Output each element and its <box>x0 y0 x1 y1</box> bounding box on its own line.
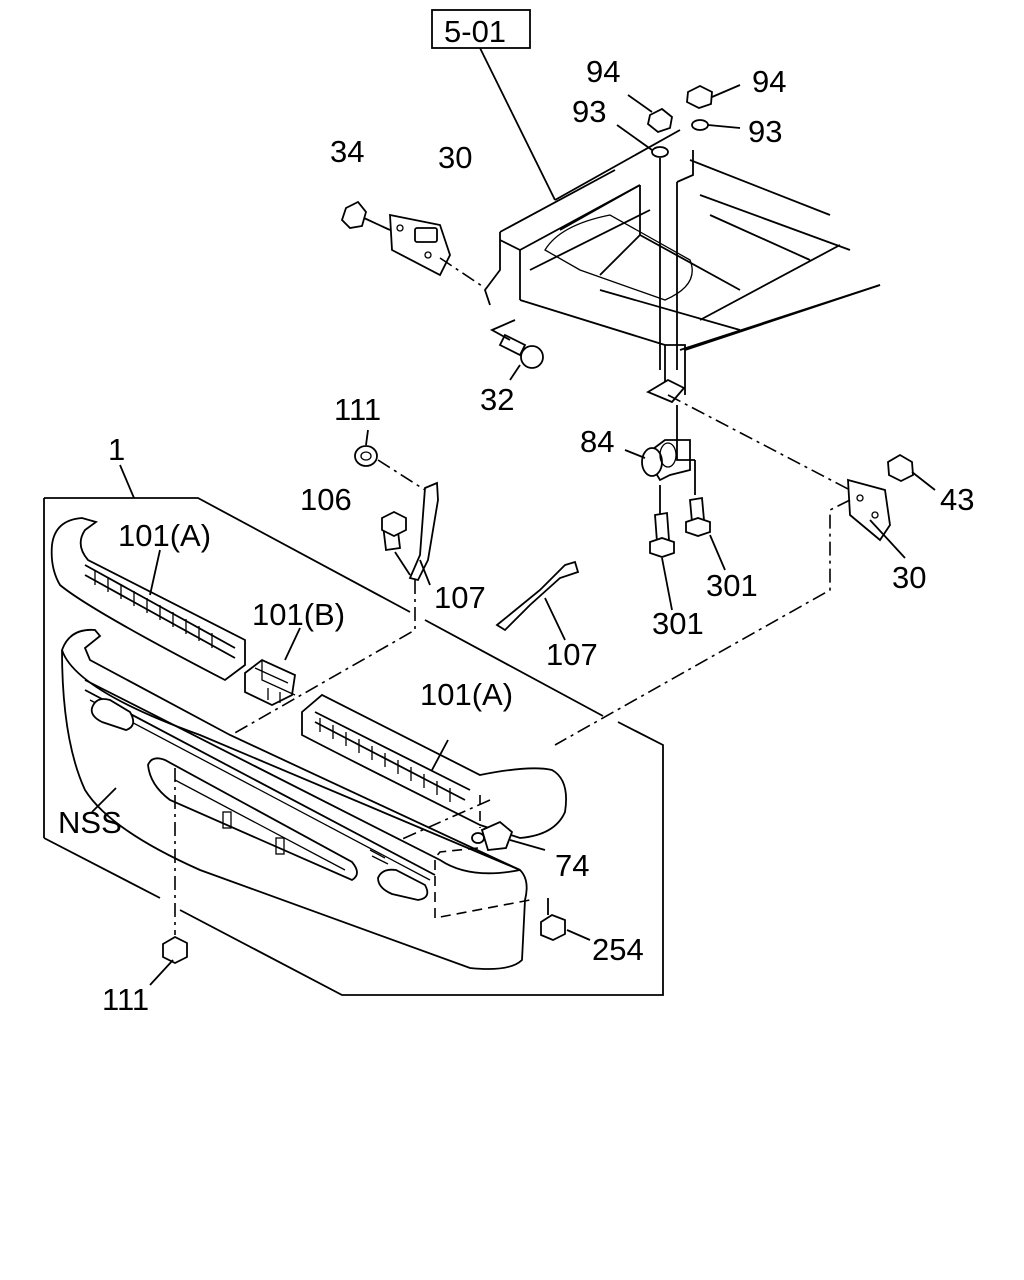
callout-p101a-1: 101(A) <box>118 518 211 553</box>
callout-p94-b: 94 <box>752 64 786 99</box>
callout-p101a-2: 101(A) <box>420 677 513 712</box>
callout-p111-b: 111 <box>102 982 149 1017</box>
nut-111-lower <box>162 935 188 965</box>
callout-p107-b: 107 <box>546 637 598 672</box>
callout-p301-b: 301 <box>652 606 704 641</box>
nut-94-b <box>686 84 713 109</box>
molding-101a-left <box>50 517 246 682</box>
callout-p94-a: 94 <box>586 54 620 89</box>
callout-p93-b: 93 <box>748 114 782 149</box>
nut-111-upper <box>354 445 378 467</box>
callout-p93-a: 93 <box>572 94 606 129</box>
nut-94-a <box>646 107 673 134</box>
bracket-30-right <box>847 478 891 542</box>
stay-107-upper <box>408 481 439 582</box>
callout-p43: 43 <box>940 482 974 517</box>
washer-93-b <box>691 119 709 131</box>
washer-93-a <box>651 146 669 158</box>
callout-p254: 254 <box>592 932 644 967</box>
callout-p30-b: 30 <box>892 560 926 595</box>
nut-43 <box>887 453 914 483</box>
group-outline-1 <box>43 497 664 996</box>
molding-101b <box>244 658 296 707</box>
bolt-301-a <box>685 496 711 537</box>
callout-labels: 5-01 94 94 93 93 34 30 32 111 84 1 106 101(A) 107 101(… <box>58 14 974 1017</box>
callout-p84: 84 <box>580 424 614 459</box>
frame-bracket-lower <box>646 378 686 404</box>
callout-ref-501: 5-01 <box>444 14 506 49</box>
bolt-301-b <box>649 511 675 558</box>
stay-107-lower <box>495 560 580 632</box>
callout-p32: 32 <box>480 382 514 417</box>
bracket-30-left <box>389 213 451 277</box>
callout-p106: 106 <box>300 482 352 517</box>
callout-p30-a: 30 <box>438 140 472 175</box>
bolt-106 <box>381 510 407 552</box>
nut-254 <box>540 898 566 941</box>
bolt-32 <box>498 333 544 369</box>
nut-34 <box>340 200 367 229</box>
callout-p34: 34 <box>330 134 364 169</box>
callout-p1: 1 <box>108 432 125 467</box>
callout-pNSS: NSS <box>58 805 122 840</box>
callout-p301-a: 301 <box>706 568 758 603</box>
callout-p74: 74 <box>555 848 589 883</box>
frame-rail <box>483 129 881 395</box>
callout-p107-a: 107 <box>434 580 486 615</box>
clip-74 <box>471 820 514 851</box>
bumper-main <box>61 628 528 970</box>
callout-p101b: 101(B) <box>252 597 345 632</box>
callout-p111-a: 111 <box>334 392 381 427</box>
clamp-84 <box>641 439 691 482</box>
